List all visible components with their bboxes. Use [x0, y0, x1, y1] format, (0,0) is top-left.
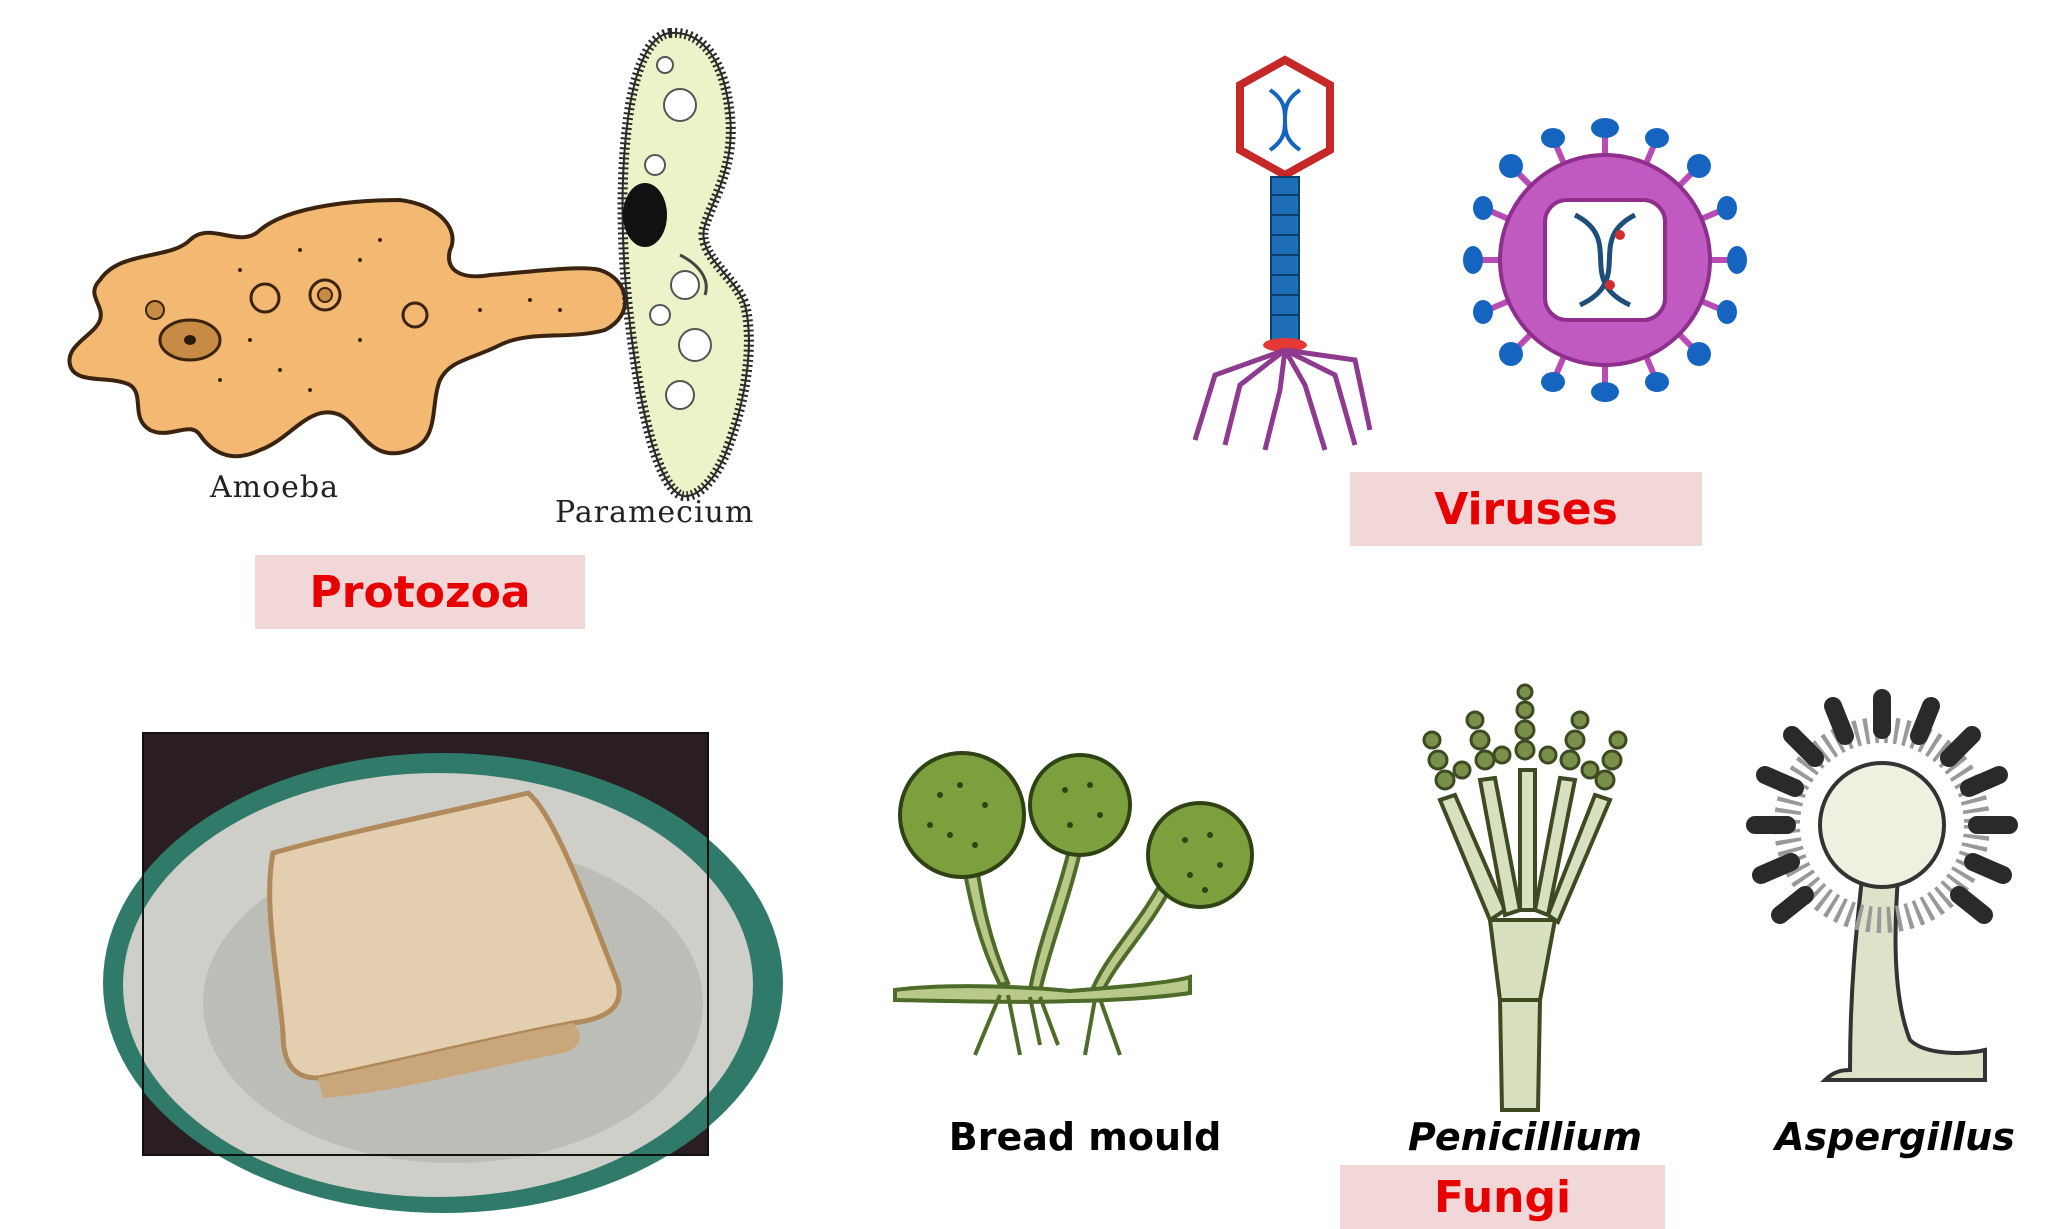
paramecium-illustration — [617, 27, 754, 502]
bread-mould-illustration — [893, 751, 1254, 1056]
fungi-tag: Fungi — [1340, 1165, 1665, 1229]
hiv-virus-illustration — [1463, 118, 1747, 402]
viruses-tag: Viruses — [1350, 472, 1702, 546]
penicillium-illustration — [1422, 683, 1628, 1112]
paramecium-label: Paramecium — [555, 495, 755, 530]
amoeba-illustration — [67, 197, 628, 459]
bread-mould-label: Bread mould — [948, 1115, 1222, 1159]
fungi-title: Fungi — [1433, 1171, 1572, 1223]
amoeba-label: Amoeba — [210, 470, 340, 505]
aspergillus-label: Aspergillus — [1775, 1115, 2015, 1159]
penicillium-label: Penicillium — [1408, 1115, 1642, 1159]
bread-on-plate-photo — [103, 732, 783, 1213]
bacteriophage-illustration — [1192, 55, 1373, 451]
aspergillus-illustration — [1746, 689, 2018, 1082]
protozoa-title: Protozoa — [309, 566, 531, 618]
protozoa-tag: Protozoa — [255, 555, 585, 629]
viruses-title: Viruses — [1434, 483, 1618, 535]
